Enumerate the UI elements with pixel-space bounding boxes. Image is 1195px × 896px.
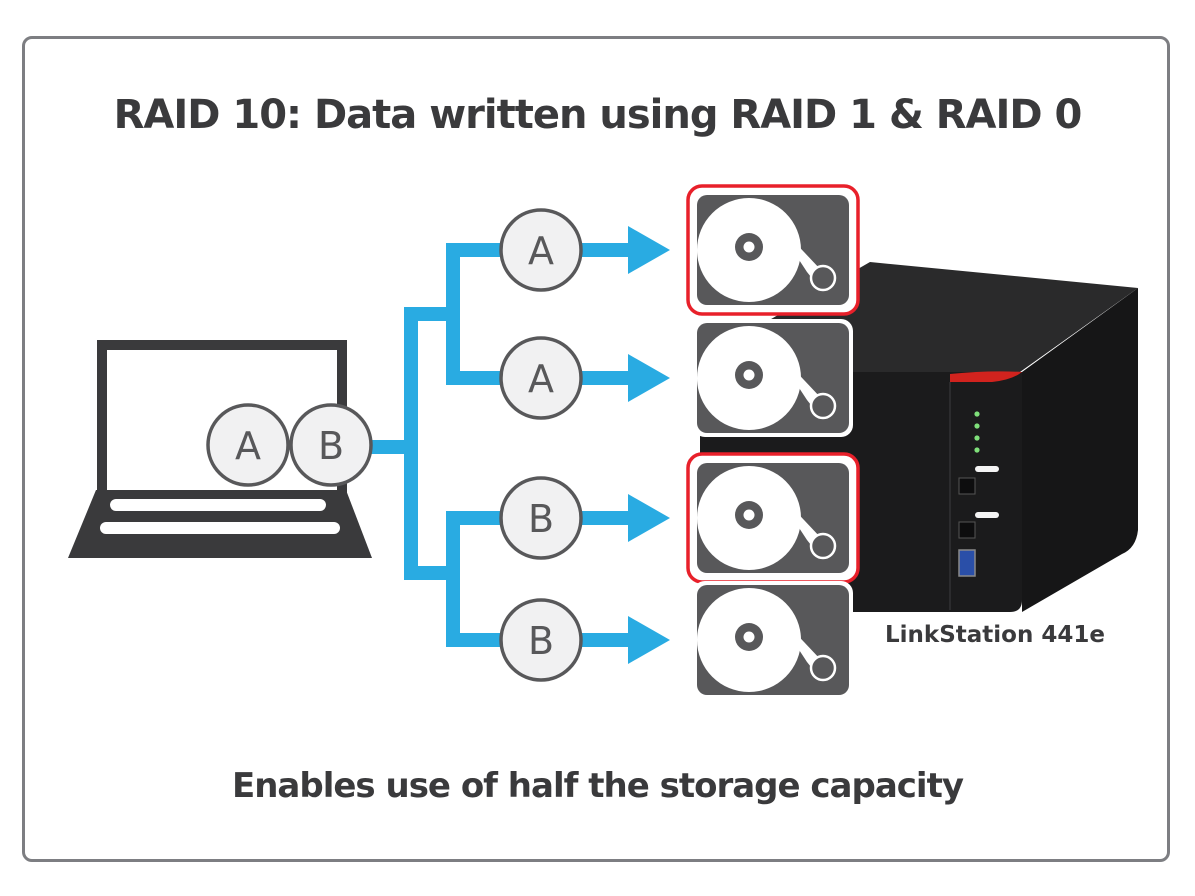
status-led xyxy=(974,447,980,453)
data-block-a: A xyxy=(499,208,583,292)
bubble-letter: B xyxy=(528,497,554,541)
bubble-letter: A xyxy=(528,357,554,401)
drive-spindle-hole xyxy=(743,241,755,253)
bubble-circle xyxy=(206,403,290,487)
status-led xyxy=(974,411,980,417)
bubble-circle xyxy=(289,403,373,487)
device-name: LinkStation 441e xyxy=(885,622,1105,648)
bubble-letter: A xyxy=(235,424,261,468)
drive-spindle-hole xyxy=(743,631,755,643)
drive-arm xyxy=(771,607,821,672)
drive-arm xyxy=(771,217,821,282)
drive-spindle-hole xyxy=(743,369,755,381)
data-block-b: B xyxy=(499,598,583,682)
drive-arm xyxy=(771,485,821,550)
arrow-head-icon xyxy=(628,494,670,542)
bubble-letter: B xyxy=(318,424,344,468)
status-led xyxy=(974,435,980,441)
nas-controls xyxy=(958,466,999,577)
arrow-head-icon xyxy=(628,354,670,402)
drive-arm-pivot xyxy=(809,654,837,682)
hard-drive-icon xyxy=(693,319,853,437)
bubble-circle xyxy=(499,476,583,560)
hard-drive-icon xyxy=(693,581,853,699)
laptop-icon xyxy=(68,340,372,558)
bubble-circle xyxy=(499,336,583,420)
data-block-b: B xyxy=(289,403,373,487)
drive-arm-pivot xyxy=(809,392,837,420)
drive-arm xyxy=(771,345,821,410)
bubble-circle xyxy=(499,598,583,682)
drive-arm-pivot xyxy=(809,264,837,292)
data-block-a: A xyxy=(499,336,583,420)
diagram-title: RAID 10: Data written using RAID 1 & RAI… xyxy=(113,92,1083,138)
bubble-letter: B xyxy=(528,619,554,663)
arrow-head-icon xyxy=(628,616,670,664)
drive-array xyxy=(686,184,860,699)
status-led xyxy=(974,423,980,429)
bubble-letter: A xyxy=(528,229,554,273)
data-block-b: B xyxy=(499,476,583,560)
drive-spindle-hole xyxy=(743,509,755,521)
bubble-circle xyxy=(499,208,583,292)
arrow-head-icon xyxy=(628,226,670,274)
flow-lines xyxy=(370,226,670,664)
status-leds xyxy=(974,411,980,453)
flow-blocks: A A B B xyxy=(499,208,583,682)
data-block-a: A xyxy=(206,403,290,487)
diagram-caption: Enables use of half the storage capacity xyxy=(231,766,964,806)
drive-arm-pivot xyxy=(809,532,837,560)
hard-drive-icon xyxy=(686,452,860,584)
hard-drive-icon xyxy=(686,184,860,316)
